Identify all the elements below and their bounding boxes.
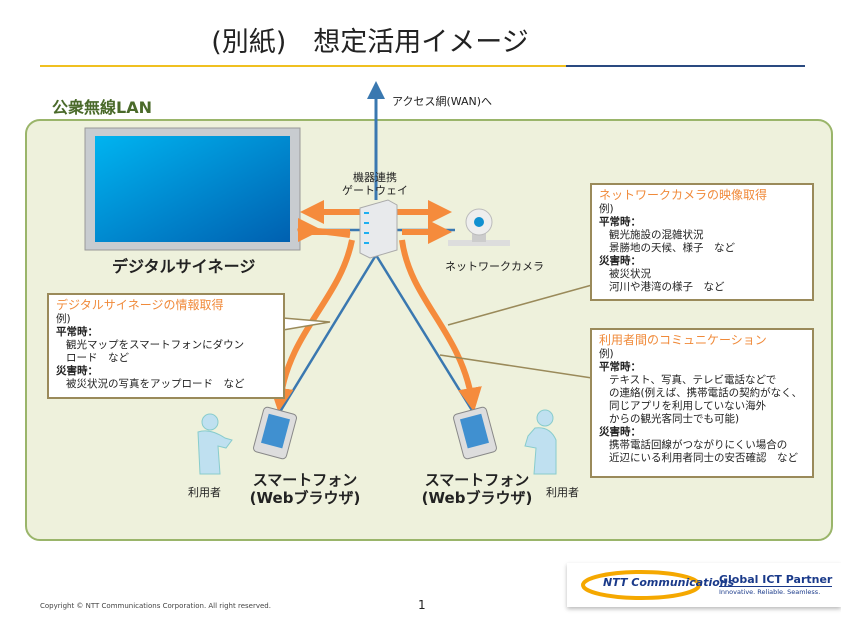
callout-communication: 利用者間のコミュニケーション 例) 平常時： テキスト、写真、テレビ電話などで …	[590, 328, 814, 478]
phone-label-line: (Webブラウザ)	[249, 489, 361, 507]
network-camera-icon	[448, 208, 510, 246]
callout-line: 携帯電話回線がつながりにくい場合の	[609, 439, 788, 451]
callout-line: からの観光客同士でも可能)	[609, 413, 740, 425]
smartphone-label-left: スマートフォン (Webブラウザ)	[240, 471, 370, 507]
phone-label-line: スマートフォン	[252, 471, 358, 489]
callout-normal: 平常時：	[599, 216, 641, 228]
phone-label-line: (Webブラウザ)	[421, 489, 533, 507]
callout-camera: ネットワークカメラの映像取得 例) 平常時： 観光施設の混雑状況 景勝地の天候、…	[590, 183, 814, 301]
page-title: (別紙) 想定活用イメージ	[211, 27, 529, 58]
gateway-label-line: ゲートウェイ	[342, 184, 408, 197]
callout-heading: 利用者間のコミュニケーション	[599, 333, 767, 347]
logo-tagline: Global ICT Partner	[719, 573, 833, 587]
callout-example: 例)	[599, 348, 614, 360]
callout-example: 例)	[56, 313, 71, 325]
wan-label: アクセス網(WAN)へ	[392, 95, 493, 108]
copyright: Copyright © NTT Communications Corporati…	[40, 602, 271, 610]
logo-brand: NTT Communications	[603, 576, 735, 589]
callout-line: 被災状況	[609, 268, 651, 280]
callout-line: 河川や港湾の様子 など	[609, 281, 725, 293]
callout-line: ロード など	[66, 352, 129, 364]
user-label-right: 利用者	[546, 486, 579, 499]
logo-sub: Innovative. Reliable. Seamless.	[719, 588, 821, 596]
data-flow-arrows	[269, 200, 482, 412]
callout-disaster: 災害時：	[599, 426, 641, 438]
callout-normal: 平常時：	[599, 361, 641, 373]
callout-heading: ネットワークカメラの映像取得	[599, 188, 768, 202]
smartphone-icon-left	[253, 406, 297, 460]
digital-signage-icon	[84, 127, 301, 251]
callout-example: 例)	[599, 203, 614, 215]
gateway-label-line: 機器連携	[353, 171, 397, 184]
user-label-left: 利用者	[188, 486, 221, 499]
callout-line: 同じアプリを利用していない海外	[609, 400, 767, 412]
gateway-label: 機器連携 ゲートウェイ	[330, 171, 420, 197]
smartphone-icon-right	[453, 406, 497, 460]
user-icon-left	[197, 413, 233, 475]
callout-signage: デジタルサイネージの情報取得 例) 平常時： 観光マップをスマートフォンにダウン…	[47, 293, 285, 399]
camera-label: ネットワークカメラ	[445, 260, 544, 273]
signage-label: デジタルサイネージ	[112, 257, 256, 276]
callout-line: の連絡(例えば、携帯電話の契約がなく、	[609, 387, 803, 399]
gateway-icon	[359, 199, 398, 259]
callout-heading: デジタルサイネージの情報取得	[56, 298, 224, 312]
callout-line: 観光施設の混雑状況	[609, 229, 704, 241]
callout-normal: 平常時：	[56, 326, 98, 338]
callout-pointer	[282, 317, 331, 331]
logo-swoosh-icon	[581, 570, 701, 600]
lan-label: 公衆無線LAN	[52, 98, 152, 117]
callout-line: 被災状況の写真をアップロード など	[66, 378, 245, 390]
ntt-logo: NTT Communications Global ICT Partner In…	[567, 563, 841, 607]
user-icon-right	[524, 409, 557, 475]
callout-line: テキスト、写真、テレビ電話などで	[609, 374, 777, 386]
callout-disaster: 災害時：	[56, 365, 98, 377]
page-number: 1	[418, 598, 426, 612]
callout-line: 近辺にいる利用者同士の安否確認 など	[609, 452, 798, 464]
smartphone-label-right: スマートフォン (Webブラウザ)	[412, 471, 542, 507]
phone-label-line: スマートフォン	[424, 471, 530, 489]
callout-line: 観光マップをスマートフォンにダウン	[66, 339, 245, 351]
callout-disaster: 災害時：	[599, 255, 641, 267]
callout-line: 景勝地の天候、様子 など	[609, 242, 735, 254]
